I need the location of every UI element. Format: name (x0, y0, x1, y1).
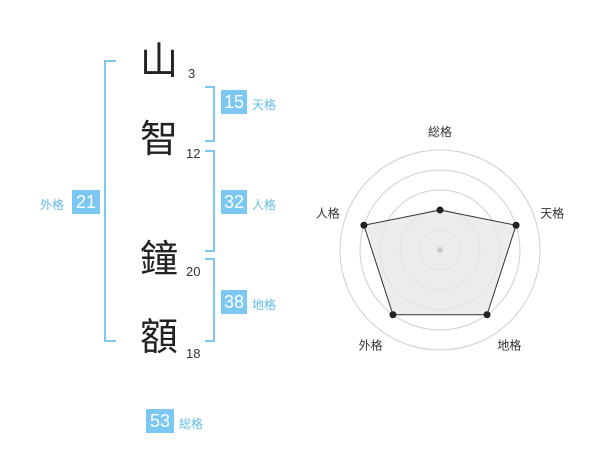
radar-point-4 (360, 221, 368, 229)
jinkaku-bracket (205, 150, 215, 252)
radar-center (437, 247, 443, 253)
jinkaku-badge: 32 (221, 190, 247, 214)
name-char-4-strokes: 18 (186, 346, 201, 361)
name-char-4: 額 (140, 315, 179, 359)
chikaku-label: 地格 (252, 298, 277, 312)
radar-point-1 (512, 221, 520, 229)
soukaku-badge: 53 (146, 409, 174, 433)
chikaku-bracket (205, 258, 215, 342)
name-char-3: 鐘 (140, 237, 179, 281)
radar-label-2: 地格 (497, 337, 521, 352)
soukaku-label: 総格 (179, 417, 204, 431)
name-char-2-strokes: 12 (186, 146, 201, 161)
tenkaku-bracket (205, 86, 215, 142)
tenkaku-badge: 15 (221, 90, 247, 114)
tenkaku-label: 天格 (252, 98, 277, 112)
radar-ring (339, 149, 541, 351)
name-char-3-strokes: 20 (186, 264, 201, 279)
radar-area (363, 209, 517, 316)
radar-label-3: 外格 (359, 337, 383, 352)
name-char-1-strokes: 3 (188, 66, 196, 81)
radar-point-3 (389, 311, 397, 319)
radar-point-0 (436, 206, 444, 214)
radar-label-0: 総格 (428, 124, 452, 139)
jinkaku-label: 人格 (252, 198, 277, 212)
gaikaku-bracket (104, 60, 116, 342)
name-char-2: 智 (140, 117, 179, 161)
radar-ring (359, 169, 521, 331)
gaikaku-badge: 21 (72, 190, 100, 214)
name-char-1: 山 (140, 39, 179, 83)
chikaku-badge: 38 (221, 290, 247, 314)
radar-label-1: 天格 (540, 206, 564, 221)
gaikaku-label: 外格 (40, 198, 65, 212)
radar-point-2 (483, 311, 491, 319)
radar-label-4: 人格 (316, 206, 340, 221)
